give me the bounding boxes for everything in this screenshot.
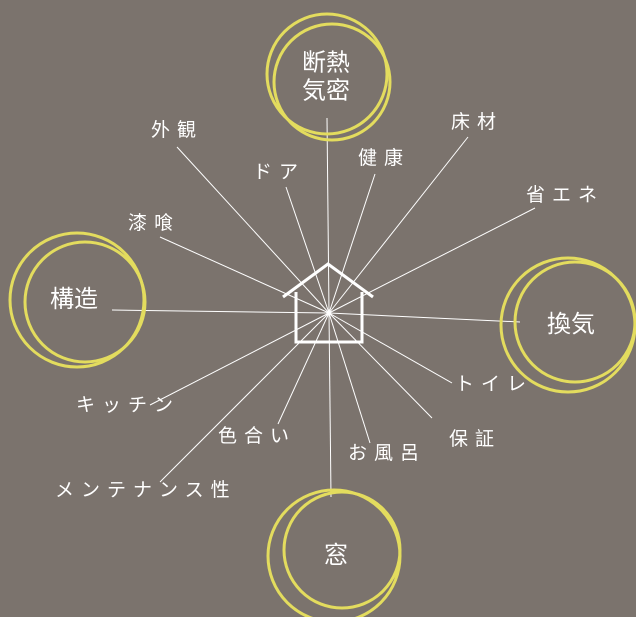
label-warranty: 保証 bbox=[449, 428, 502, 450]
label-maintenance: メンテナンス性 bbox=[55, 479, 237, 501]
connector-line-warranty bbox=[328, 312, 433, 419]
major-label-window: 窓 bbox=[324, 542, 348, 570]
major-label-window-text: 窓 bbox=[324, 541, 348, 570]
connector-line-flooring bbox=[328, 136, 469, 314]
connector-line-kitchen bbox=[149, 312, 330, 406]
major-label-ventilation-text: 換気 bbox=[547, 310, 595, 339]
connector-line-health bbox=[328, 173, 376, 314]
label-colors: 色合い bbox=[218, 425, 297, 447]
label-kitchen: キッチン bbox=[76, 394, 181, 416]
label-exterior: 外観 bbox=[151, 119, 204, 141]
connector-line-bath bbox=[328, 312, 371, 444]
connector-line-toilet bbox=[328, 312, 453, 384]
ring-insulation-1 bbox=[265, 12, 389, 136]
major-label-insulation-line1: 断熱 bbox=[302, 48, 350, 77]
rings bbox=[8, 12, 636, 617]
ring-insulation-2 bbox=[272, 22, 392, 142]
connector-line-door bbox=[285, 186, 330, 314]
connector-line-exterior bbox=[176, 146, 330, 314]
label-flooring: 床材 bbox=[451, 111, 504, 133]
house-outline-icon bbox=[282, 262, 374, 344]
major-label-ventilation: 換気 bbox=[547, 311, 595, 339]
connector-line-ventilation bbox=[328, 312, 521, 323]
connector-line-structure bbox=[111, 309, 330, 314]
label-plaster: 漆喰 bbox=[128, 212, 181, 234]
connector-line-window bbox=[328, 312, 332, 498]
label-door: ドア bbox=[253, 161, 306, 183]
label-health: 健康 bbox=[358, 147, 411, 169]
label-bath: お風呂 bbox=[348, 442, 427, 464]
connector-line-plaster bbox=[159, 236, 330, 314]
connector-lines bbox=[111, 117, 536, 498]
connector-line-energy bbox=[328, 207, 536, 314]
ring-ventilation-2 bbox=[513, 260, 636, 384]
connector-line-maintenance bbox=[159, 312, 330, 483]
ring-structure-2 bbox=[23, 240, 147, 364]
ring-window-2 bbox=[282, 490, 402, 610]
major-label-structure: 構造 bbox=[50, 286, 98, 314]
major-label-insulation-line2: 気密 bbox=[302, 76, 350, 104]
label-toilet: トイレ bbox=[455, 373, 534, 395]
connector-line-insulation bbox=[326, 117, 330, 314]
major-label-structure-text: 構造 bbox=[50, 285, 98, 314]
label-energy: 省エネ bbox=[526, 184, 605, 206]
major-label-insulation: 断熱 気密 bbox=[302, 49, 350, 104]
connector-line-colors bbox=[277, 312, 330, 425]
